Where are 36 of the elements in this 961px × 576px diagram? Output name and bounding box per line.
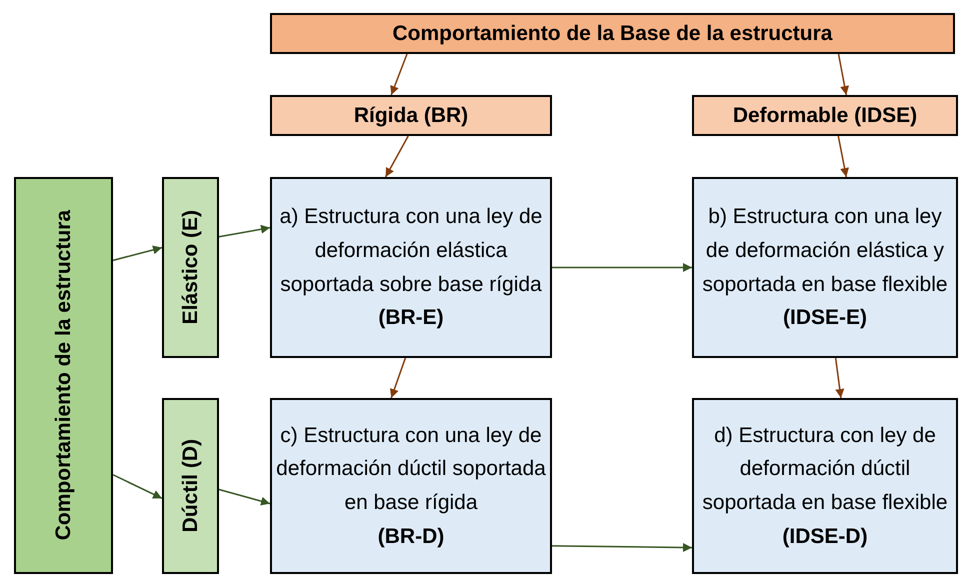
box-label: Dúctil (D): [178, 439, 203, 533]
box-label: b) Estructura con una ley de deformación elástica y soportada en base flexible: [701, 204, 949, 298]
arrow: [384, 136, 409, 178]
box-label: Deformable (IDSE): [732, 102, 918, 129]
category-box: [14, 177, 113, 574]
category-box: [692, 95, 958, 136]
category-box: [270, 95, 552, 136]
arrow: [390, 54, 408, 96]
arrow: [838, 136, 849, 178]
arrow: [112, 474, 162, 499]
process-box: [270, 177, 552, 358]
process-box: [270, 398, 552, 574]
code-label: (IDSE-E): [783, 305, 867, 332]
box-label: c) Estructura con una ley de deformación dúctil soportada en base rígida: [275, 422, 547, 516]
process-box: [692, 177, 958, 358]
arrow: [112, 246, 162, 262]
process-box: [692, 398, 958, 574]
header-box: [270, 13, 955, 54]
category-box: [162, 398, 219, 574]
box-label: Rígida (BR): [354, 102, 468, 129]
arrow: [838, 54, 850, 96]
arrow: [218, 488, 270, 506]
box-label: Comportamiento de la estructura: [50, 210, 76, 541]
box-label: Comportamiento de la Base de la estructura: [392, 20, 832, 47]
arrow: [390, 358, 406, 398]
arrow: [552, 263, 692, 272]
arrow: [218, 224, 270, 238]
category-box: [162, 177, 219, 358]
code-label: (BR-D): [378, 524, 444, 550]
box-label: Elástico (E): [178, 210, 203, 325]
code-label: (BR-E): [378, 305, 444, 332]
code-label: (IDSE-D): [782, 524, 868, 550]
box-label: a) Estructura con una ley de deformación elástica soportada sobre base rígida: [278, 204, 544, 298]
arrow: [834, 358, 844, 398]
box-label: d) Estructura con ley de deformación dúctil soportada en base flexible: [701, 422, 949, 516]
arrow: [552, 542, 692, 552]
